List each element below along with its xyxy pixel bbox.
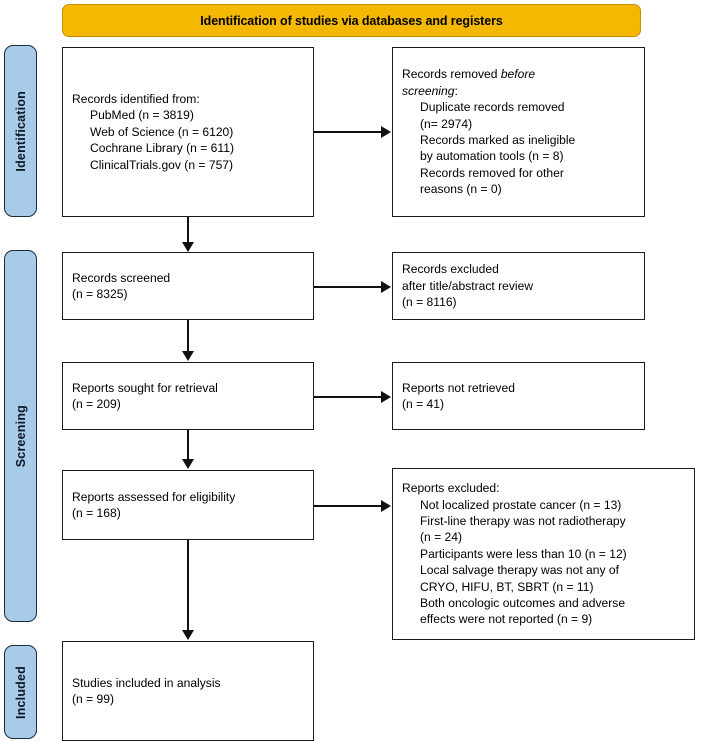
stage-label-identification-text: Identification (13, 90, 28, 172)
connector-identified-to-removed (314, 131, 382, 133)
arrowhead-assessed-to-included (182, 630, 194, 640)
reports-excluded-heading: Reports excluded: (402, 481, 500, 496)
box-reports-assessed: Reports assessed for eligibility (n = 16… (62, 470, 314, 540)
records-screened-line-0: Records screened (72, 270, 171, 285)
reports-excluded-line-5: CRYO, HIFU, BT, SBRT (n = 11) (420, 579, 594, 594)
studies-included-line-1: (n = 99) (72, 692, 115, 706)
reports-not-retrieved-line-0: Reports not retrieved (402, 380, 515, 395)
records-excluded-line-1: after title/abstract review (402, 278, 534, 293)
box-records-excluded: Records excluded after title/abstract re… (392, 252, 645, 320)
box-records-screened: Records screened (n = 8325) (62, 252, 314, 320)
reports-sought-line-1: (n = 209) (72, 397, 121, 411)
records-removed-line-4: Records removed for other (420, 165, 564, 180)
connector-assessed-to-excluded (314, 505, 382, 507)
box-records-identified: Records identified from: PubMed (n = 381… (62, 47, 314, 217)
reports-assessed-line-0: Reports assessed for eligibility (72, 489, 236, 504)
records-identified-line-0: Records identified from: (72, 91, 200, 106)
records-identified-line-4: ClinicalTrials.gov (n = 757) (90, 157, 234, 172)
records-removed-heading-screening: screening (402, 83, 455, 98)
records-removed-line-5: reasons (n = 0) (420, 182, 502, 197)
connector-screened-to-excluded (314, 286, 382, 288)
connector-sought-to-not-retrieved (314, 396, 382, 398)
reports-excluded-line-1: First-line therapy was not radiotherapy (420, 513, 626, 528)
records-removed-line-3: by automation tools (n = 8) (420, 149, 564, 164)
arrowhead-identified-to-removed (381, 126, 391, 138)
reports-assessed-line-1: (n = 168) (72, 506, 121, 520)
stage-label-included: Included (4, 645, 37, 739)
stage-label-screening-text: Screening (13, 404, 28, 468)
arrowhead-screened-to-excluded (381, 281, 391, 293)
box-reports-sought: Reports sought for retrieval (n = 209) (62, 362, 314, 430)
reports-excluded-line-7: effects were not reported (n = 9) (420, 612, 593, 627)
records-removed-line-0: Duplicate records removed (420, 100, 565, 115)
reports-sought-line-0: Reports sought for retrieval (72, 380, 218, 395)
arrowhead-screened-to-sought (182, 351, 194, 361)
connector-assessed-to-included (187, 540, 189, 631)
reports-not-retrieved-line-1: (n = 41) (402, 397, 445, 411)
records-excluded-line-0: Records excluded (402, 262, 499, 277)
box-records-removed: Records removed before screening: Duplic… (392, 47, 645, 217)
records-removed-line-2: Records marked as ineligible (420, 133, 576, 147)
arrowhead-sought-to-not-retrieved (381, 391, 391, 403)
reports-excluded-line-4: Local salvage therapy was not any of (420, 563, 619, 578)
box-reports-excluded: Reports excluded: Not localized prostate… (392, 468, 695, 640)
reports-excluded-line-6: Both oncologic outcomes and adverse (420, 596, 626, 611)
stage-label-included-text: Included (13, 665, 28, 719)
box-reports-not-retrieved: Reports not retrieved (n = 41) (392, 362, 645, 430)
reports-excluded-line-2: (n = 24) (420, 530, 463, 545)
records-removed-heading-a: Records removed (402, 67, 501, 82)
records-identified-line-2: Web of Science (n = 6120) (90, 124, 234, 139)
records-removed-line-1: (n= 2974) (420, 116, 473, 131)
records-removed-heading-colon: : (454, 83, 458, 98)
connector-screened-to-sought (187, 320, 189, 352)
records-removed-heading-before: before (500, 67, 536, 82)
arrowhead-identified-to-screened (182, 242, 194, 252)
records-identified-line-3: Cochrane Library (n = 611) (90, 141, 234, 156)
studies-included-line-0: Studies included in analysis (72, 675, 221, 690)
stage-label-screening: Screening (4, 250, 37, 622)
arrowhead-sought-to-assessed (182, 459, 194, 469)
records-removed-heading: Records removed before (402, 66, 635, 82)
records-identified-line-1: PubMed (n = 3819) (90, 108, 194, 123)
reports-excluded-line-3: Participants were less than 10 (n = 12) (420, 546, 627, 561)
arrowhead-assessed-to-excluded (381, 500, 391, 512)
records-excluded-line-2: (n = 8116) (402, 295, 457, 310)
box-studies-included: Studies included in analysis (n = 99) (62, 641, 314, 741)
connector-identified-to-screened (187, 217, 189, 243)
connector-sought-to-assessed (187, 430, 189, 460)
reports-excluded-line-0: Not localized prostate cancer (n = 13) (420, 497, 622, 512)
diagram-banner-title: Identification of studies via databases … (62, 4, 641, 37)
records-screened-line-1: (n = 8325) (72, 287, 128, 301)
records-removed-heading-2: screening: (402, 83, 635, 99)
stage-label-identification: Identification (4, 45, 37, 217)
